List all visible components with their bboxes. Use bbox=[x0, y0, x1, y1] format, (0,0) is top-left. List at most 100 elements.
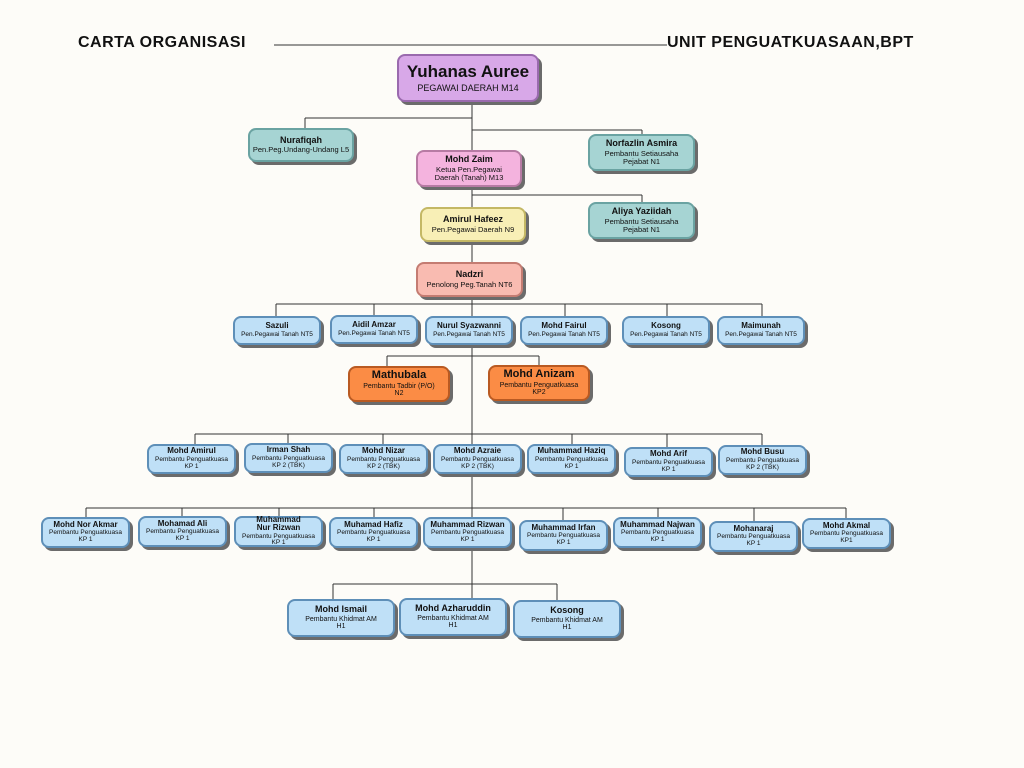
node-name: Muhammad Haziq bbox=[537, 446, 606, 456]
node-name: Mohd Nizar bbox=[361, 446, 406, 456]
node-name: Muhammad Rizwan bbox=[430, 519, 505, 529]
org-node-kp: Muhammad Najwan Pembantu Penguatkuasa KP… bbox=[613, 517, 702, 548]
node-grade: KP 1 bbox=[564, 462, 579, 470]
node-position: Pen.Pegawai Tanah NT5 bbox=[725, 330, 797, 338]
org-node-kp: Muhammad Irfan Pembantu Penguatkuasa KP … bbox=[519, 520, 608, 551]
org-node-h1: Mohd Azharuddin Pembantu Khidmat AM H1 bbox=[399, 598, 507, 636]
node-position: Pembantu Penguatkuasa bbox=[621, 529, 694, 537]
node-position: Pen.Pegawai Tanah NT5 bbox=[338, 329, 410, 337]
org-node-nt5: Aidil Amzar Pen.Pegawai Tanah NT5 bbox=[330, 315, 418, 344]
node-position: Pembantu Khidmat AM bbox=[531, 616, 603, 624]
org-node-kp: Mohd Arif Pembantu Penguatkuasa KP 1 bbox=[624, 447, 713, 477]
node-grade: KP 1 bbox=[661, 465, 676, 473]
org-node-nadzri: Nadzri Penolong Peg.Tanah NT6 bbox=[416, 262, 523, 297]
org-node-kp: Mohd Akmal Pembantu Penguatkuasa KP1 bbox=[802, 518, 891, 549]
node-name: Nurafiqah bbox=[279, 134, 322, 145]
node-position: Pembantu Penguatkuasa bbox=[49, 529, 122, 537]
node-name: Mohd Busu bbox=[740, 447, 785, 457]
org-node-zaim: Mohd Zaim Ketua Pen.Pegawai Daerah (Tana… bbox=[416, 150, 522, 187]
node-position: Pen.Pegawai Tanah NT5 bbox=[433, 330, 505, 338]
org-node-kp: Mohd Nor Akmar Pembantu Penguatkuasa KP … bbox=[41, 517, 130, 548]
org-node-kp: Irman Shah Pembantu Penguatkuasa KP 2 (T… bbox=[244, 443, 333, 473]
node-name: Mohd Zaim bbox=[445, 154, 493, 165]
org-node-nurafiqah: Nurafiqah Pen.Peg.Undang-Undang L5 bbox=[248, 128, 354, 162]
chart-title: CARTA ORGANISASI bbox=[78, 34, 246, 51]
node-position: Ketua Pen.Pegawai bbox=[436, 164, 502, 174]
org-node-anizam: Mohd Anizam Pembantu Penguatkuasa KP2 bbox=[488, 365, 590, 401]
node-position: Penolong Peg.Tanah NT6 bbox=[426, 279, 513, 289]
node-position: Pembantu Penguatkuasa bbox=[146, 528, 219, 536]
node-position: Pembantu Penguatkuasa bbox=[155, 455, 228, 463]
node-grade: KP 1 bbox=[650, 536, 665, 544]
node-name: Mohd Arif bbox=[649, 449, 688, 459]
node-position: Pembantu Penguatkuasa bbox=[726, 456, 799, 464]
node-grade: KP2 bbox=[532, 389, 546, 397]
node-grade: KP 1 bbox=[78, 536, 93, 544]
node-grade: H1 bbox=[562, 624, 572, 632]
org-node-kp: Muhamad Hafiz Pembantu Penguatkuasa KP 1 bbox=[329, 517, 418, 548]
node-grade: KP 1 bbox=[175, 535, 190, 543]
node-position: Pen.Peg.Undang-Undang L5 bbox=[252, 145, 350, 155]
node-position: Pembantu Penguatkuasa bbox=[810, 530, 883, 538]
org-node-kp: Muhammad Rizwan Pembantu Penguatkuasa KP… bbox=[423, 517, 512, 548]
org-node-kp: Mohamad Ali Pembantu Penguatkuasa KP 1 bbox=[138, 516, 227, 547]
org-node-mathubala: Mathubala Pembantu Tadbir (P/O) N2 bbox=[348, 366, 450, 402]
node-name: Yuhanas Auree bbox=[406, 61, 530, 81]
org-node-kp: Mohd Azraie Pembantu Penguatkuasa KP 2 (… bbox=[433, 444, 522, 474]
org-node-norfazlin: Norfazlin Asmira Pembantu Setiausaha Pej… bbox=[588, 134, 695, 171]
node-grade: KP 1 bbox=[746, 540, 761, 548]
node-position: Pen.Pegawai Tanah NT5 bbox=[528, 330, 600, 338]
node-position: Pembantu Penguatkuasa bbox=[252, 454, 325, 462]
node-position: Pembantu Tadbir (P/O) bbox=[363, 382, 435, 390]
node-name: Mohd Fairul bbox=[541, 321, 587, 331]
org-node-kp: Muhammad Haziq Pembantu Penguatkuasa KP … bbox=[527, 444, 616, 474]
node-grade: KP 1 bbox=[556, 539, 571, 547]
node-grade: Daerah (Tanah) M13 bbox=[434, 172, 504, 182]
node-position: Pembantu Penguatkuasa bbox=[337, 529, 410, 537]
node-name: Mohd Amirul bbox=[167, 446, 216, 456]
node-grade: H1 bbox=[448, 622, 458, 630]
node-name: Mathubala bbox=[371, 369, 427, 382]
node-name: Mohd Azharuddin bbox=[415, 603, 491, 614]
node-position: Pembantu Penguatkuasa bbox=[527, 532, 600, 540]
node-name: Muhamad Hafiz bbox=[344, 519, 403, 529]
node-position: Pen.Pegawai Daerah N9 bbox=[431, 224, 515, 234]
node-name: Norfazlin Asmira bbox=[605, 138, 678, 149]
node-grade: KP 2 (TBK) bbox=[272, 461, 305, 469]
node-name: Mohamad Ali bbox=[157, 518, 208, 528]
org-node-nt5: Sazuli Pen.Pegawai Tanah NT5 bbox=[233, 316, 321, 345]
node-grade: KP 2 (TBK) bbox=[461, 462, 494, 470]
node-name: Mohd Ismail bbox=[314, 604, 367, 615]
node-position: Pembantu Penguatkuasa bbox=[441, 455, 514, 463]
node-name: Aidil Amzar bbox=[352, 320, 396, 330]
node-grade: KP 2 (TBK) bbox=[746, 463, 779, 471]
node-name: Mohd Azraie bbox=[453, 446, 502, 456]
node-position: Pembantu Setiausaha bbox=[604, 216, 679, 226]
org-node-kp: Muhammad Nur Rizwan Pembantu Penguatkuas… bbox=[234, 515, 323, 547]
node-grade: KP 1 bbox=[366, 536, 381, 544]
node-position: Pembantu Khidmat AM bbox=[305, 615, 377, 623]
node-name: Sazuli bbox=[265, 321, 289, 331]
node-position: Pen.Pegawai Tanah NT5 bbox=[630, 330, 702, 338]
node-position: Pembantu Penguatkuasa bbox=[431, 529, 504, 537]
node-grade: KP 2 (TBK) bbox=[367, 462, 400, 470]
node-name: Amirul Hafeez bbox=[442, 214, 504, 225]
org-node-kp: Mohanaraj Pembantu Penguatkuasa KP 1 bbox=[709, 521, 798, 552]
org-node-nt5: Kosong Pen.Pegawai Tanah NT5 bbox=[622, 316, 710, 345]
node-grade: KP1 bbox=[840, 537, 853, 545]
node-grade: Pejabat N1 bbox=[622, 224, 661, 234]
org-node-nt5: Nurul Syazwanni Pen.Pegawai Tanah NT5 bbox=[425, 316, 513, 345]
unit-title: UNIT PENGUATKUASAAN,BPT bbox=[667, 34, 914, 51]
node-name: Mohd Anizam bbox=[503, 368, 575, 381]
node-grade: KP 1 bbox=[271, 539, 286, 547]
node-grade: KP 1 bbox=[460, 536, 475, 544]
org-node-kp: Mohd Amirul Pembantu Penguatkuasa KP 1 bbox=[147, 444, 236, 474]
node-position: PEGAWAI DAERAH M14 bbox=[417, 82, 519, 93]
node-name: Irman Shah bbox=[266, 445, 311, 455]
node-name: Muhammad Irfan bbox=[531, 522, 596, 532]
node-name: Mohanaraj bbox=[733, 523, 774, 533]
org-node-aliya: Aliya Yaziidah Pembantu Setiausaha Pejab… bbox=[588, 202, 695, 239]
org-node-kp: Mohd Nizar Pembantu Penguatkuasa KP 2 (T… bbox=[339, 444, 428, 474]
org-node-top: Yuhanas Auree PEGAWAI DAERAH M14 bbox=[397, 54, 539, 102]
node-grade: N2 bbox=[394, 390, 404, 398]
